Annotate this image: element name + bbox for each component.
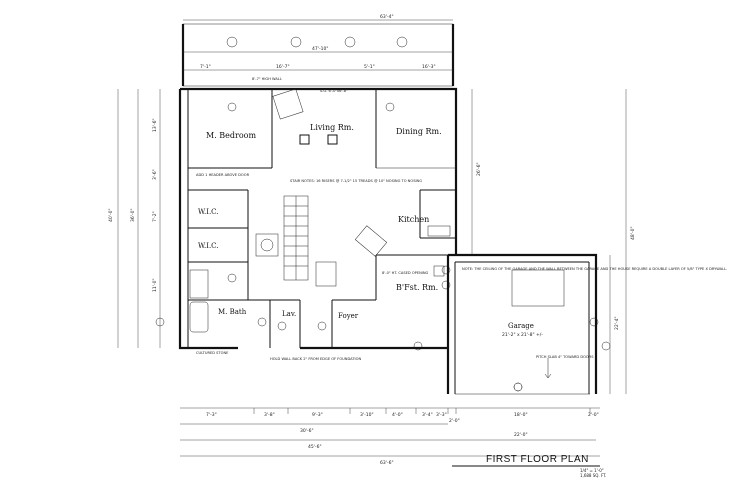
dim-bottom-seg-5: 4'-0" [392, 412, 403, 418]
plan-area: 1,688 SQ. FT. [580, 473, 606, 478]
dim-bottom-total: 63'-6" [380, 460, 394, 466]
dim-bottom-seg-6: 3'-4" [422, 412, 433, 418]
dim-right-total: 48'-0" [630, 226, 636, 240]
dim-bottom-sub: 45'-6" [308, 444, 322, 450]
fixtures [189, 88, 523, 392]
room-label-master-bath: M. Bath [218, 308, 247, 316]
dim-top-total: 63'-4" [380, 14, 394, 20]
dim-left-seg-3: 7'-2" [152, 211, 158, 222]
dim-top-seg-1: 7'-1" [200, 64, 211, 70]
interior-walls [188, 89, 456, 348]
room-label-foyer: Foyer [338, 312, 359, 320]
dim-left-seg-4: 11'-0" [152, 278, 158, 292]
dim-bottom-seg-8: 2'-0" [449, 418, 460, 424]
note-sgd: S.G. 6'-0"x6'-8" [320, 89, 348, 93]
room-label-wic-2: W.I.C. [198, 242, 219, 250]
garage-size: 21'-2" x 21'-8" +/- [502, 332, 543, 338]
dim-top-sub: 47'-10" [312, 46, 328, 52]
garage-walls [446, 253, 598, 395]
plan-title: FIRST FLOOR PLAN [486, 454, 589, 465]
dim-left-seg-2: 3'-6" [152, 169, 158, 180]
dim-bottom-seg-3: 9'-3" [312, 412, 323, 418]
room-label-living: Living Rm. [310, 123, 354, 132]
note-garage: NOTE: THE CEILING OF THE GARAGE AND THE … [462, 267, 727, 271]
note-high-wall: 8'-7" HIGH WALL [252, 77, 282, 81]
plan-scale: 1/4" = 1'-0" [580, 468, 604, 473]
dim-left-total: 40'-0" [108, 208, 114, 222]
dim-bottom-mid-2: 22'-0" [514, 432, 528, 438]
room-label-wic-1: W.I.C. [198, 208, 219, 216]
note-cultured-stone: CULTURED STONE [196, 351, 229, 355]
note-stair: STAIR NOTES: 16 RISERS @ 7-1/2" 15 TREAD… [290, 179, 422, 183]
dim-bottom-seg-7: 3'-3" [436, 412, 447, 418]
note-header: ADD 1 HEADER ABOVE DOOR [196, 173, 250, 177]
room-label-lav: Lav. [282, 310, 296, 318]
dim-top-seg-3: 5'-1" [364, 64, 375, 70]
note-pitch: PITCH SLAB 4" TOWARD DOORS [536, 355, 594, 359]
dim-bottom-seg-10: 2'-0" [588, 412, 599, 418]
dim-top-seg-4: 16'-3" [422, 64, 436, 70]
rear-deck-outline [181, 23, 455, 87]
dim-right-garage: 22'-4" [614, 316, 620, 330]
dim-bottom-seg-1: 7'-3" [206, 412, 217, 418]
stair [283, 195, 337, 287]
dimension-lines [117, 19, 627, 457]
title-block: FIRST FLOOR PLAN 1/4" = 1'-0" 1,688 SQ. … [452, 454, 606, 478]
room-label-dining: Dining Rm. [396, 127, 442, 136]
dim-bottom-seg-9: 18'-0" [514, 412, 528, 418]
dim-bottom-seg-4: 3'-10" [360, 412, 374, 418]
room-label-kitchen: Kitchen [398, 215, 429, 224]
room-label-garage: Garage [508, 322, 534, 330]
dim-bottom-mid-1: 30'-6" [300, 428, 314, 434]
dim-right-sub: 26'-6" [476, 162, 482, 176]
dim-left-sub: 36'-0" [130, 208, 136, 222]
room-label-master-bedroom: M. Bedroom [206, 131, 256, 140]
dim-bottom-seg-2: 3'-8" [264, 412, 275, 418]
note-foundation: HOLD WALL BACK 2" FROM EDGE OF FOUNDATIO… [270, 357, 361, 361]
dim-left-seg-1: 13'-6" [152, 118, 158, 132]
note-cased-opening: 8'-0" HT. CASED OPENING [382, 271, 429, 275]
dim-top-seg-2: 16'-7" [276, 64, 290, 70]
room-label-breakfast: B'Fst. Rm. [396, 283, 438, 292]
